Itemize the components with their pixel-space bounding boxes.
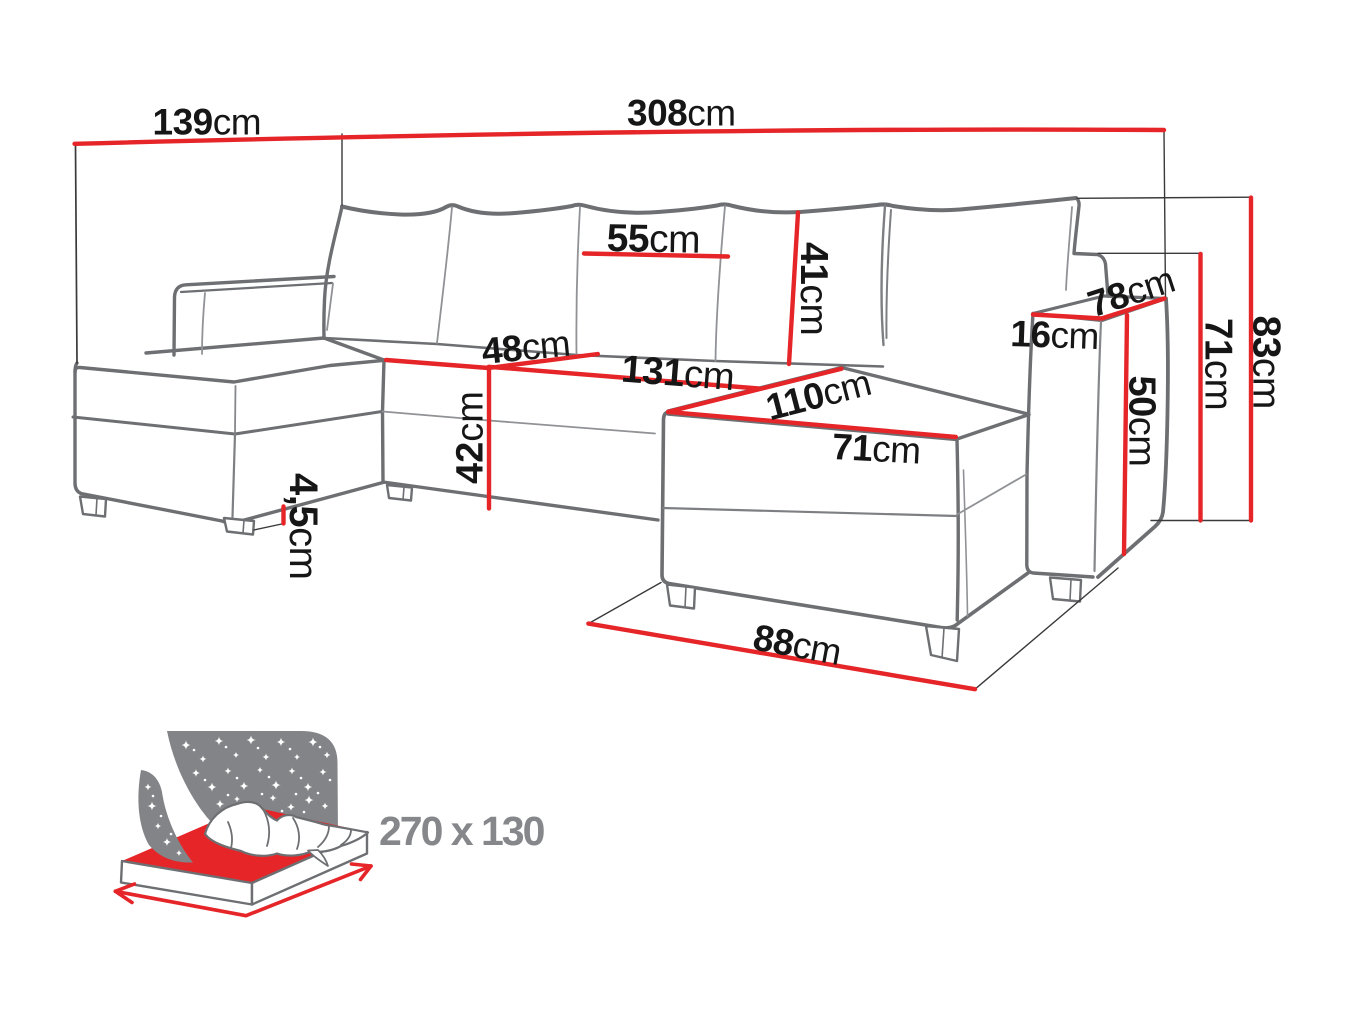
svg-text:41cm: 41cm [792,242,835,335]
svg-text:16cm: 16cm [1010,313,1100,357]
svg-text:88cm: 88cm [750,617,844,673]
svg-text:308cm: 308cm [627,93,736,134]
svg-text:131cm: 131cm [620,348,736,400]
svg-text:42cm: 42cm [450,391,492,484]
svg-text:4,5cm: 4,5cm [281,473,325,579]
svg-text:48cm: 48cm [480,323,572,372]
svg-text:83cm: 83cm [1245,316,1288,409]
svg-text:270 x 130: 270 x 130 [379,808,545,854]
svg-text:71cm: 71cm [831,426,922,472]
svg-text:139cm: 139cm [153,102,262,143]
svg-text:71cm: 71cm [1197,318,1240,410]
svg-text:50cm: 50cm [1121,376,1163,467]
svg-text:55cm: 55cm [606,217,700,262]
